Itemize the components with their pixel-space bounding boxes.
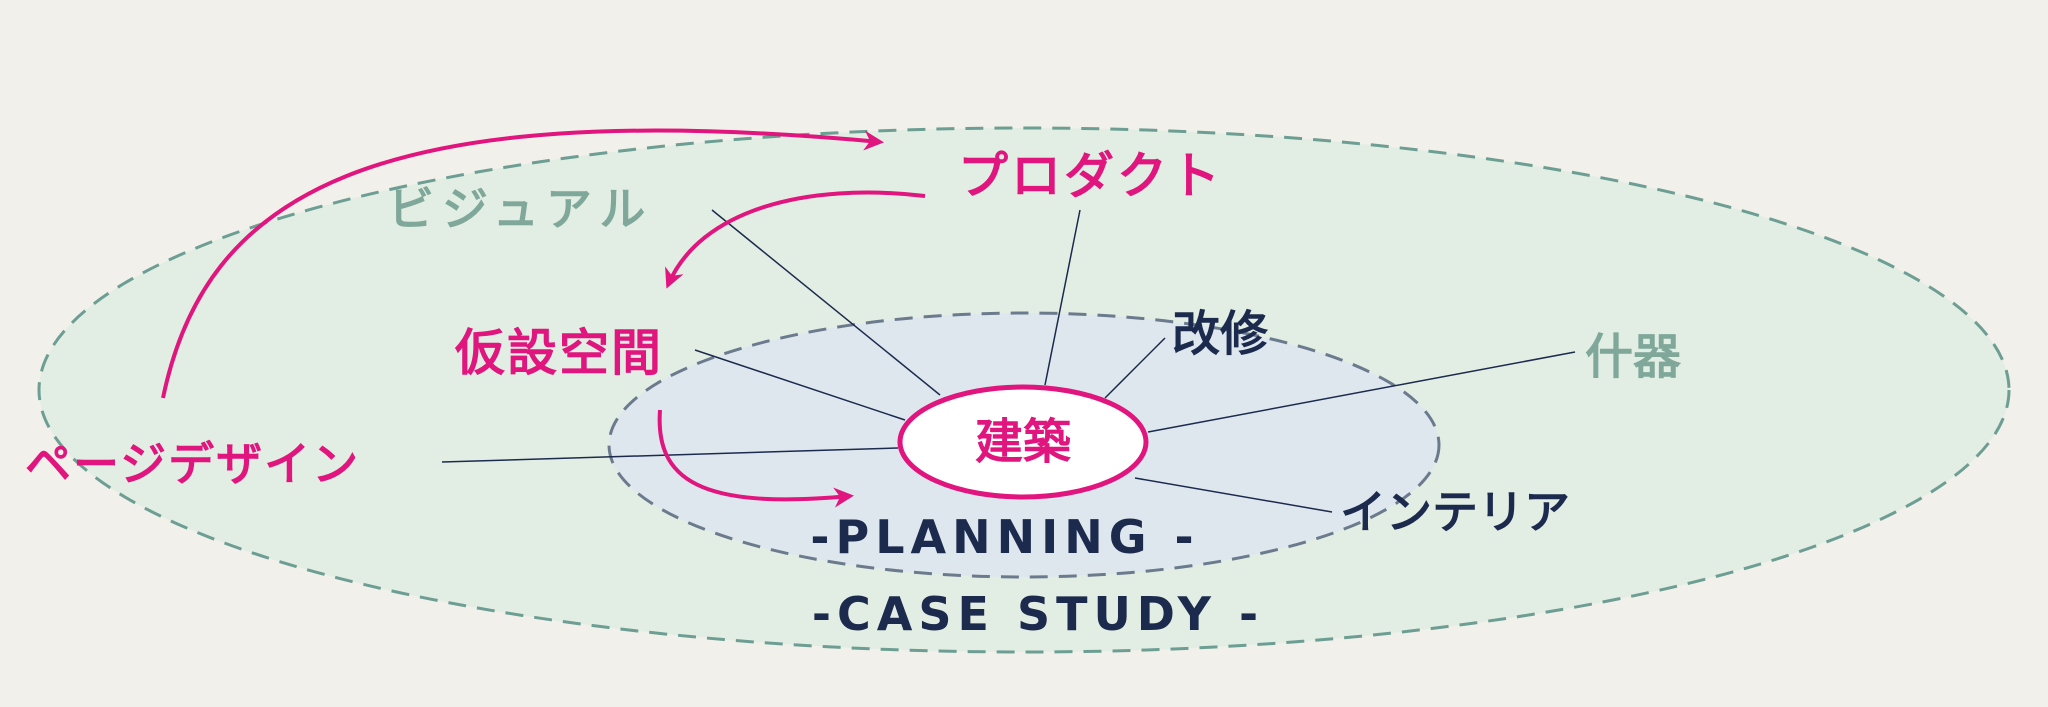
flow-arrows	[161, 128, 926, 508]
label-page-design: ページデザイン	[25, 437, 360, 491]
label-renovation: 改修	[1172, 306, 1269, 362]
connector-renovation	[1104, 337, 1166, 399]
center-label: 建築	[975, 414, 1072, 470]
connector-page-design	[441, 447, 899, 463]
center-ellipse	[897, 384, 1149, 500]
arrow-product-to-temporary-space	[665, 190, 926, 289]
connector-product	[1044, 209, 1081, 386]
label-interior: インテリア	[1340, 485, 1570, 539]
connector-visual	[711, 209, 941, 396]
label-product: プロダクト	[958, 147, 1223, 205]
connector-lines	[441, 209, 1576, 513]
arrow-page-design-to-product	[161, 128, 884, 399]
center-node: 建築	[897, 384, 1149, 500]
label-furniture: 什器	[1585, 329, 1682, 385]
arrow-temporary-space-to-building	[657, 409, 854, 508]
connector-furniture	[1147, 351, 1576, 433]
caption-planning: -PLANNING -	[810, 510, 1199, 564]
connector-temporary-space	[694, 349, 906, 421]
caption-case-study: -CASE STUDY -	[812, 587, 1264, 641]
connector-interior	[1134, 477, 1333, 513]
label-visual: ビジュアル	[388, 182, 653, 236]
label-temporary-space: 仮設空間	[454, 324, 663, 382]
